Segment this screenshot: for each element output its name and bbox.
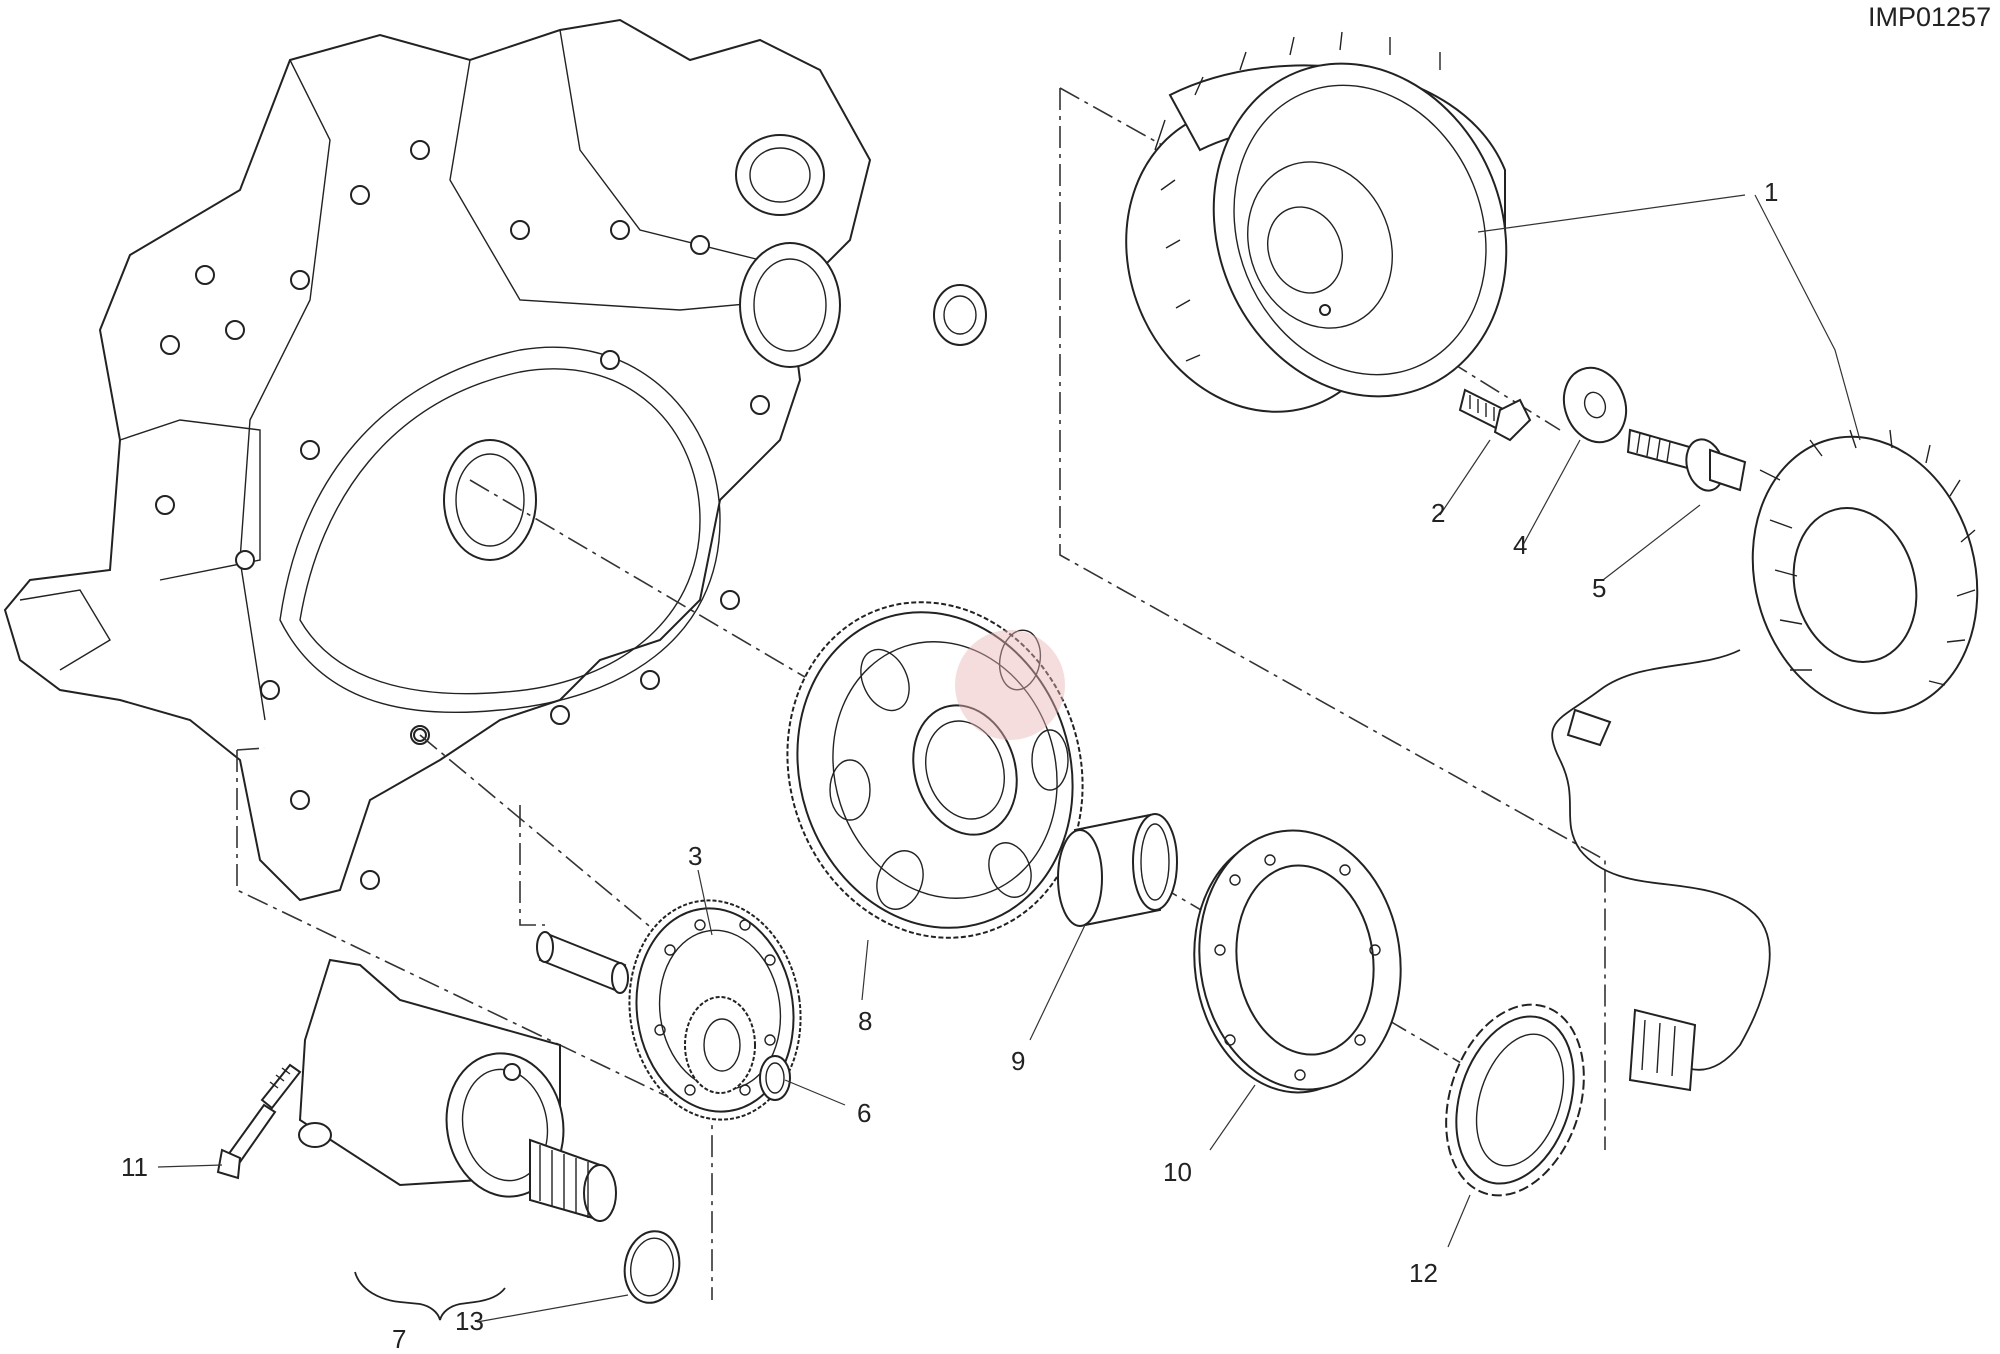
leader-lines	[157, 194, 1861, 1323]
part-12-freewheel-clutch	[1445, 1003, 1585, 1197]
callout-13: 13	[455, 1306, 484, 1336]
part-9-bushing	[1057, 813, 1178, 927]
callout-6: 6	[857, 1098, 871, 1128]
part-7-starter-motor	[298, 958, 617, 1222]
part-4-washer	[1562, 366, 1628, 444]
stator-wire	[1551, 649, 1771, 1071]
crankcase-bolt-holes	[155, 140, 770, 890]
part-2-screw	[1458, 388, 1532, 442]
part-6-washer	[759, 1055, 791, 1101]
callout-8: 8	[858, 1006, 872, 1036]
callout-12: 12	[1409, 1258, 1438, 1288]
part-13-o-ring	[623, 1230, 681, 1304]
part-5-stud-screw	[1626, 428, 1747, 492]
callout-2: 2	[1431, 498, 1445, 528]
callout-11: 11	[121, 1152, 148, 1182]
idler-pin	[536, 931, 629, 994]
watermark-logo	[955, 630, 1065, 740]
frame-flywheel-group	[1059, 88, 1606, 1150]
callouts: 1 2 3 4 5 6 7 8 9 10 11 12 13	[121, 177, 1778, 1354]
callout-7: 7	[392, 1324, 406, 1354]
part-1-stator	[1751, 429, 1979, 715]
part-10-freewheel-housing	[1193, 829, 1402, 1094]
frame-flywheel-top	[1059, 87, 1181, 156]
callout-5: 5	[1592, 573, 1606, 603]
crankcase	[3, 18, 987, 902]
callout-9: 9	[1011, 1046, 1025, 1076]
frame-starter-top	[236, 747, 266, 751]
part-8-driven-gear	[786, 601, 1084, 939]
part-11-bolt	[216, 1063, 302, 1180]
callout-3: 3	[688, 841, 702, 871]
stator-connector	[1628, 1008, 1697, 1092]
frame-pin	[519, 805, 545, 926]
drawing-code: IMP01257	[1868, 2, 1991, 32]
wire-clip	[1566, 708, 1612, 747]
part-3-idler-gear	[628, 899, 802, 1121]
callout-10: 10	[1163, 1157, 1192, 1187]
part-1-flywheel-rotor	[1125, 31, 1508, 413]
connector-pins	[1641, 1019, 1676, 1077]
callout-1: 1	[1764, 177, 1778, 207]
axis-flywheel	[1189, 199, 1561, 431]
callout-4: 4	[1513, 530, 1527, 560]
brace-7	[354, 1271, 506, 1321]
frame-starter-group	[236, 750, 713, 1300]
